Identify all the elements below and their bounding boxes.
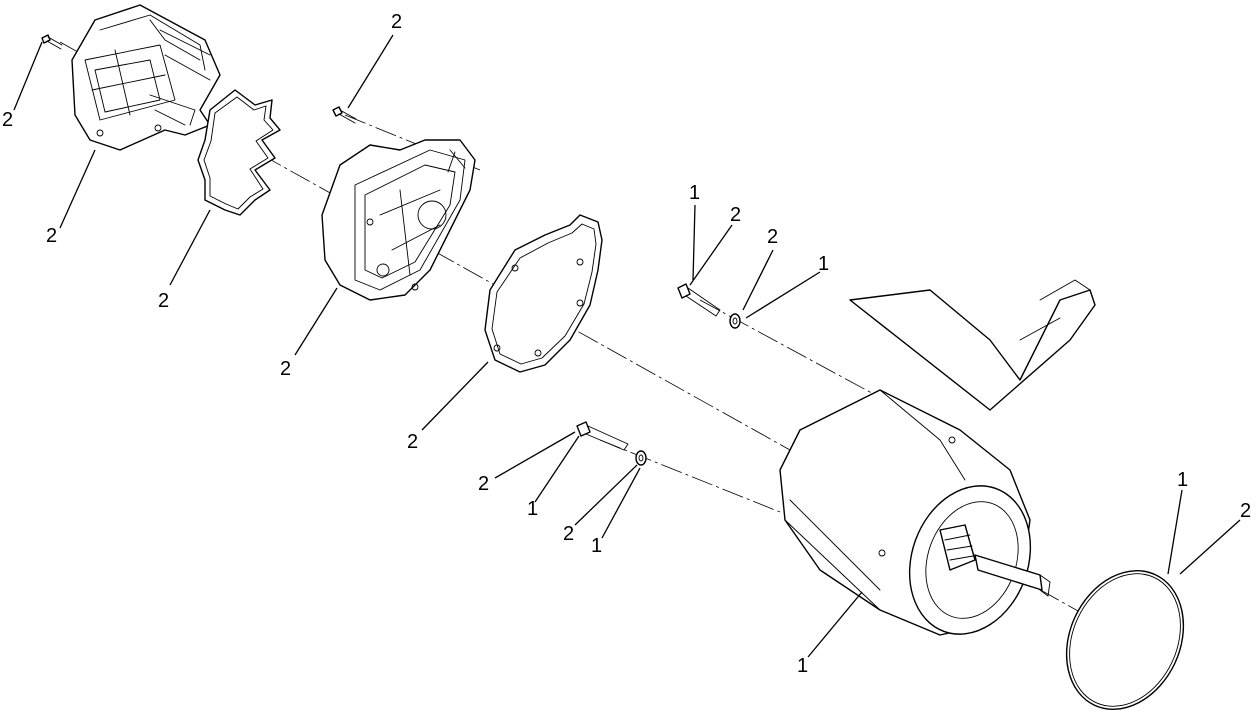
callout-label: 2	[407, 431, 418, 453]
callout-label: 2	[730, 204, 741, 226]
washer-right	[729, 313, 741, 329]
screw-lower	[576, 421, 629, 451]
callout-label: 2	[158, 290, 169, 312]
callout-label: 1	[797, 655, 808, 677]
callout-label: 2	[1240, 500, 1251, 522]
gasket-rear	[197, 89, 281, 216]
callout-label: 2	[391, 11, 402, 33]
washer-lower	[635, 450, 647, 466]
o-ring	[1065, 570, 1185, 710]
callout-label: 1	[818, 253, 829, 275]
screw-top-center	[332, 106, 357, 124]
callout-label: 1	[689, 182, 700, 204]
callout-label: 2	[767, 226, 778, 248]
callout-label: 2	[46, 225, 57, 247]
callout-label: 1	[1177, 469, 1188, 491]
housing-cover	[321, 139, 476, 301]
callout-labels: 2 2 2 2 2 2 1 2 2 1 2 2 1 2 1 1 2 1	[2, 11, 1251, 677]
screw-right	[677, 283, 721, 317]
callout-label: 2	[478, 473, 489, 495]
callout-label: 2	[563, 523, 574, 545]
callout-label: 2	[280, 358, 291, 380]
callout-label: 2	[2, 109, 13, 131]
callout-label: 1	[527, 498, 538, 520]
motor-body	[779, 279, 1096, 636]
end-cap-rear	[71, 4, 221, 151]
leader-lines	[13, 34, 1241, 658]
gasket-middle	[484, 214, 603, 373]
screw-top-left	[41, 34, 63, 50]
callout-label: 1	[591, 535, 602, 557]
